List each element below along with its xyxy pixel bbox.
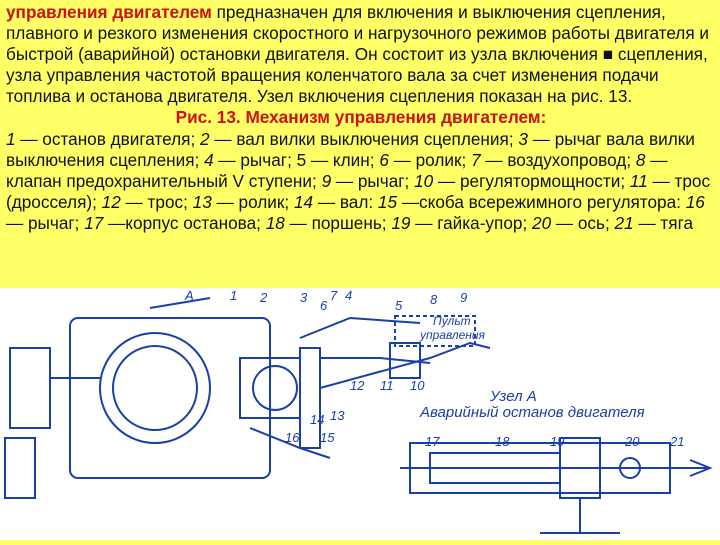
figure-caption: Рис. 13. Механизм управления двигателем: — [175, 107, 547, 128]
lead-term: управления двигателем — [6, 2, 212, 22]
callout-19: 19 — [550, 434, 564, 449]
legend-text: — вал вилки выключения сцепления; — [209, 128, 519, 149]
callout-4: 4 — [345, 288, 352, 303]
legend-number: 19 — [391, 212, 411, 233]
legend-text: — воздухопровод; — [480, 149, 636, 170]
callout-8: 8 — [430, 292, 438, 307]
callout-16: 16 — [285, 430, 300, 445]
legend-number: 17 — [84, 212, 104, 233]
pult-label-1: Пульт — [433, 314, 471, 328]
legend-text: — регулятормощности; — [433, 170, 630, 191]
callout-17: 17 — [425, 434, 440, 449]
callout-11: 11 — [380, 378, 394, 393]
legend-number: 8 — [635, 149, 646, 170]
legend: 1 — останов двигателя; 2 — вал вилки вык… — [6, 129, 716, 234]
callout-10: 10 — [410, 378, 425, 393]
legend-number: 2 — [200, 128, 210, 149]
callout-9: 9 — [460, 290, 467, 305]
callout-21: 21 — [669, 434, 684, 449]
legend-text: — вал: — [313, 191, 378, 212]
legend-number: 13 — [192, 191, 212, 212]
legend-number: 7 — [471, 149, 481, 170]
legend-text: — тяга — [633, 212, 694, 233]
callout-18: 18 — [495, 434, 510, 449]
legend-text: — клапан предохранительный V ступени; — [6, 149, 668, 191]
callout-15: 15 — [320, 430, 335, 445]
legend-number: 3 — [518, 128, 528, 149]
callout-1: 1 — [230, 288, 237, 303]
legend-text: — поршень; — [284, 212, 392, 233]
node-title: Узел А — [489, 388, 537, 405]
legend-number: 9 — [321, 170, 332, 191]
legend-text: — рычаг; 5 — клин; — [213, 149, 380, 170]
callout-14: 14 — [310, 412, 324, 427]
legend-number: 12 — [101, 191, 121, 212]
legend-text: — ролик; — [388, 149, 472, 170]
legend-text: — ось; — [551, 212, 615, 233]
paragraph-body: предназначен для включения и выключения … — [6, 2, 710, 107]
legend-text: — рычаг; — [331, 170, 415, 191]
callout-13: 13 — [330, 408, 345, 423]
callout-20: 20 — [624, 434, 640, 449]
callout-А: А — [184, 288, 194, 303]
legend-number: 4 — [204, 149, 214, 170]
callout-2: 2 — [259, 290, 268, 305]
legend-number: 10 — [414, 170, 434, 191]
legend-number: 15 — [377, 191, 398, 212]
legend-text: — останов двигателя; — [15, 128, 201, 149]
drawing-svg: Пульт управления Узел А Аварийный остано… — [4, 288, 713, 534]
legend-number: 20 — [532, 212, 552, 233]
legend-text: — рычаг вала вилки выключения сцепления; — [6, 128, 695, 170]
legend-text: — рычаг; — [6, 212, 85, 233]
legend-number: 14 — [293, 191, 314, 212]
pult-label-2: управления — [419, 328, 486, 342]
mechanism-drawing: Пульт управления Узел А Аварийный остано… — [0, 288, 720, 540]
legend-number: 21 — [614, 212, 634, 233]
node-subtitle: Аварийный останов двигателя — [419, 404, 645, 421]
legend-number: 18 — [265, 212, 285, 233]
legend-number: 11 — [629, 170, 648, 191]
legend-text: — трос; — [120, 191, 193, 212]
legend-number: 1 — [6, 128, 16, 149]
callout-3: 3 — [300, 290, 308, 305]
legend-number: 16 — [685, 191, 705, 212]
callout-12: 12 — [350, 378, 365, 393]
legend-text: —скоба всережимного регулятора: — [397, 191, 686, 212]
callout-5: 5 — [395, 298, 403, 313]
legend-text: — гайка-упор; — [410, 212, 533, 233]
legend-text: —корпус останова; — [103, 212, 266, 233]
callout-6: 6 — [320, 298, 328, 313]
legend-number: 6 — [379, 149, 389, 170]
legend-text: — трос (дросселя); — [6, 170, 711, 212]
description-text: управления двигателем предназначен для в… — [6, 2, 716, 234]
callout-7: 7 — [330, 288, 338, 303]
legend-text: — ролик; — [211, 191, 294, 212]
